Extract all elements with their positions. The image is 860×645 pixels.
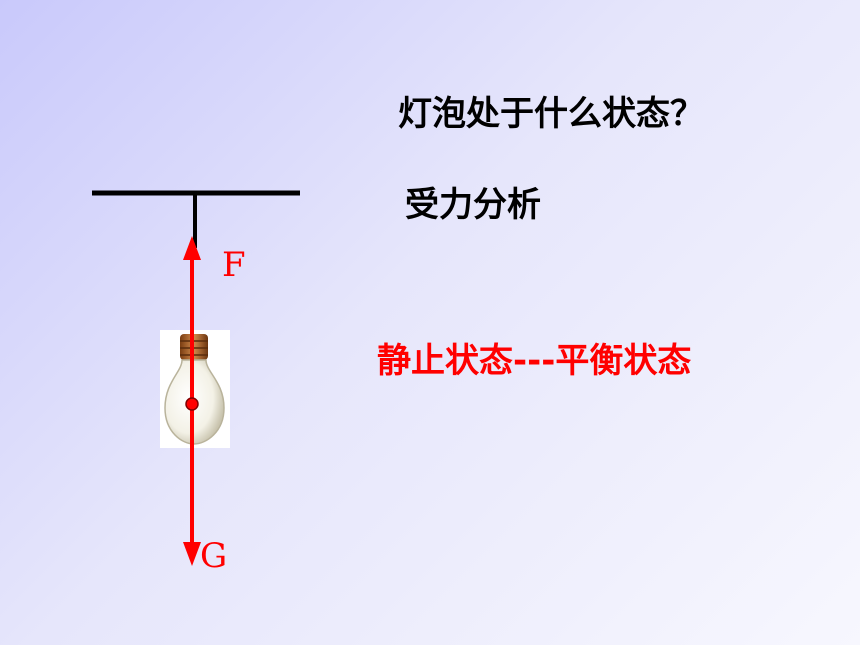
force-g-arrowhead (183, 542, 201, 566)
center-of-mass-dot (185, 397, 199, 411)
force-analysis-title: 受力分析 (405, 185, 541, 225)
light-bulb-icon (160, 330, 230, 448)
conclusion-text: 静止状态---平衡状态 (377, 341, 692, 381)
force-g-label: G (200, 536, 228, 576)
force-f-label: F (222, 245, 246, 285)
force-f-arrowhead (183, 236, 201, 260)
question-text: 灯泡处于什么状态？ (398, 94, 704, 134)
force-arrows (183, 236, 201, 566)
